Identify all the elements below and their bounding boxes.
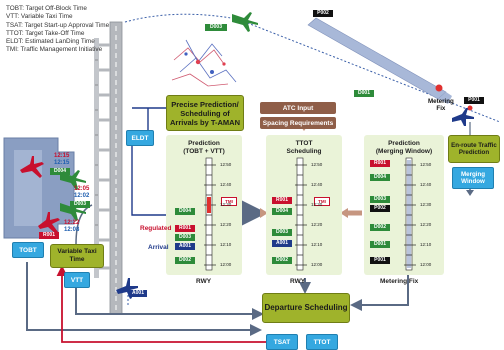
vtt-box: VTT bbox=[64, 272, 90, 288]
tmi-tag: TMI bbox=[221, 197, 237, 206]
timeline-panel-2 bbox=[266, 135, 342, 275]
atc-input-box: ATC Input bbox=[260, 102, 336, 114]
rwy-label: RWY bbox=[290, 278, 306, 285]
flight-tag: D003 bbox=[370, 196, 390, 203]
tick-label: 12:30 bbox=[420, 202, 432, 207]
arrival-label: Arrival bbox=[148, 244, 169, 251]
flight-tag: D004 bbox=[370, 174, 390, 181]
flight-tag: R001 bbox=[175, 225, 195, 232]
rwy-label: RWY bbox=[196, 278, 212, 285]
variable-taxi-time-box: Variable Taxi Time bbox=[50, 244, 104, 268]
panel-title-ttot: TTOT Scheduling bbox=[286, 140, 322, 155]
tick-label: 12:50 bbox=[311, 162, 323, 167]
departure-route bbox=[239, 19, 501, 123]
flight-tag: R001 bbox=[370, 160, 390, 167]
tick-label: 12:20 bbox=[311, 222, 323, 227]
tick-label: 12:10 bbox=[220, 242, 232, 247]
airplane-icon-red-left bbox=[20, 156, 44, 178]
departure-scheduling-box: Departure Scheduling bbox=[262, 293, 350, 323]
flight-tag: D002 bbox=[175, 257, 195, 264]
panel-title-prediction: Prediction (TOBT + VTT) bbox=[183, 140, 225, 155]
eldt-connector bbox=[131, 145, 182, 220]
tick-label: 12:50 bbox=[220, 162, 232, 167]
airport-map bbox=[171, 39, 237, 87]
airplane-icon-arrival bbox=[116, 278, 138, 299]
tobt-flow bbox=[26, 262, 262, 336]
flight-tag: R001 bbox=[272, 197, 292, 204]
flight-tag: D004 bbox=[175, 208, 195, 215]
merging-window-box: Merging Window bbox=[452, 167, 494, 189]
legend-item: ELDT: Estimated LanDing Time bbox=[6, 38, 95, 46]
flight-tag: R001 bbox=[39, 232, 59, 239]
runway bbox=[94, 21, 123, 315]
flight-tag: D003 bbox=[175, 234, 195, 241]
legend-item: TSAT: Target Start-up Approval Time bbox=[6, 21, 110, 29]
airplane-icon-gate-3 bbox=[38, 212, 60, 234]
flight-tag: P001 bbox=[464, 97, 484, 104]
legend-item: TOBT: Target Off-Block Time bbox=[6, 5, 87, 12]
tick-label: 12:00 bbox=[311, 262, 323, 267]
airplane-icon-p001 bbox=[452, 108, 474, 126]
flight-tag: P002 bbox=[313, 10, 333, 17]
flight-tag: D003 bbox=[272, 229, 292, 236]
tick-label: 12:30 bbox=[311, 202, 323, 207]
spacing-requirements-box: Spacing Requirements bbox=[260, 117, 336, 129]
tsat-box: TSAT bbox=[266, 334, 298, 350]
tick-label: 12:40 bbox=[311, 182, 323, 187]
flight-tag: D003 bbox=[205, 24, 227, 31]
metering-fix-point bbox=[435, 84, 443, 92]
flight-tag: A001 bbox=[272, 240, 292, 247]
tick-label: 12:40 bbox=[420, 182, 432, 187]
terminal-building bbox=[3, 137, 75, 239]
flight-tag: D002 bbox=[272, 257, 292, 264]
tick-label: 12:10 bbox=[420, 242, 432, 247]
tick-label: 12:00 bbox=[420, 262, 432, 267]
legend-item: TMI: Traffic Management Initiative bbox=[6, 46, 103, 54]
flight-tag: D001 bbox=[370, 241, 390, 248]
gate-flight-time: 12:15 bbox=[54, 153, 70, 159]
tick-label: 12:30 bbox=[220, 202, 232, 207]
gate-flight-time: 12:08 bbox=[64, 227, 80, 233]
legend: TOBT: Target Off-Block Time VTT: Variabl… bbox=[6, 5, 109, 55]
tobt-box: TOBT bbox=[12, 242, 44, 258]
tick-label: 12:40 bbox=[220, 182, 232, 187]
airplane-icon-departing bbox=[232, 12, 258, 32]
flight-tag: P002 bbox=[370, 205, 390, 212]
flight-tag: D002 bbox=[370, 224, 390, 231]
panel-title-merging: Prediction (Merging Window) bbox=[375, 140, 433, 155]
flight-tag: D004 bbox=[272, 208, 292, 215]
flight-tag: D003 bbox=[70, 201, 90, 208]
tick-label: 12:20 bbox=[420, 222, 432, 227]
gate-flight-time: 12:05 bbox=[74, 186, 90, 192]
metering-fix-axis-label: Metering Fix bbox=[380, 278, 419, 285]
gate-flight-time: 12:02 bbox=[74, 193, 90, 199]
flight-tag: A001 bbox=[175, 243, 195, 250]
eldt-box: ELDT bbox=[126, 130, 154, 146]
flight-tag: P001 bbox=[370, 257, 390, 264]
flight-tag: D001 bbox=[354, 90, 374, 97]
timeline-panel-3 bbox=[364, 135, 444, 275]
flight-tag: D004 bbox=[50, 168, 70, 175]
tick-label: 12:50 bbox=[420, 162, 432, 167]
tick-label: 12:00 bbox=[220, 262, 232, 267]
legend-item: VTT: Variable Taxi Time bbox=[6, 13, 73, 21]
legend-item: TTOT: Target Take-Off Time bbox=[6, 29, 85, 37]
ttot-box: TTOT bbox=[306, 334, 338, 350]
tick-label: 12:10 bbox=[311, 242, 323, 247]
airplane-icon-gate-2 bbox=[60, 201, 86, 221]
regulated-label: Regulated bbox=[140, 225, 172, 232]
airspace-route-band bbox=[307, 17, 452, 104]
en-route-prediction-box: En-route Traffic Prediction bbox=[448, 135, 500, 163]
gate-flight-time: 12:22 bbox=[64, 220, 80, 226]
airplane-icon-gate-1 bbox=[60, 170, 86, 190]
metering-fix-label: Metering Fix bbox=[428, 98, 454, 112]
gate-flight-time: 12:15 bbox=[54, 160, 70, 166]
flight-tag: A001 bbox=[129, 290, 147, 297]
t-aman-box: Precise Prediction/ Scheduling of Arriva… bbox=[166, 95, 244, 131]
vtt-flow bbox=[75, 285, 264, 320]
tmi-tag: TMI bbox=[314, 197, 330, 206]
tick-label: 12:20 bbox=[220, 222, 232, 227]
